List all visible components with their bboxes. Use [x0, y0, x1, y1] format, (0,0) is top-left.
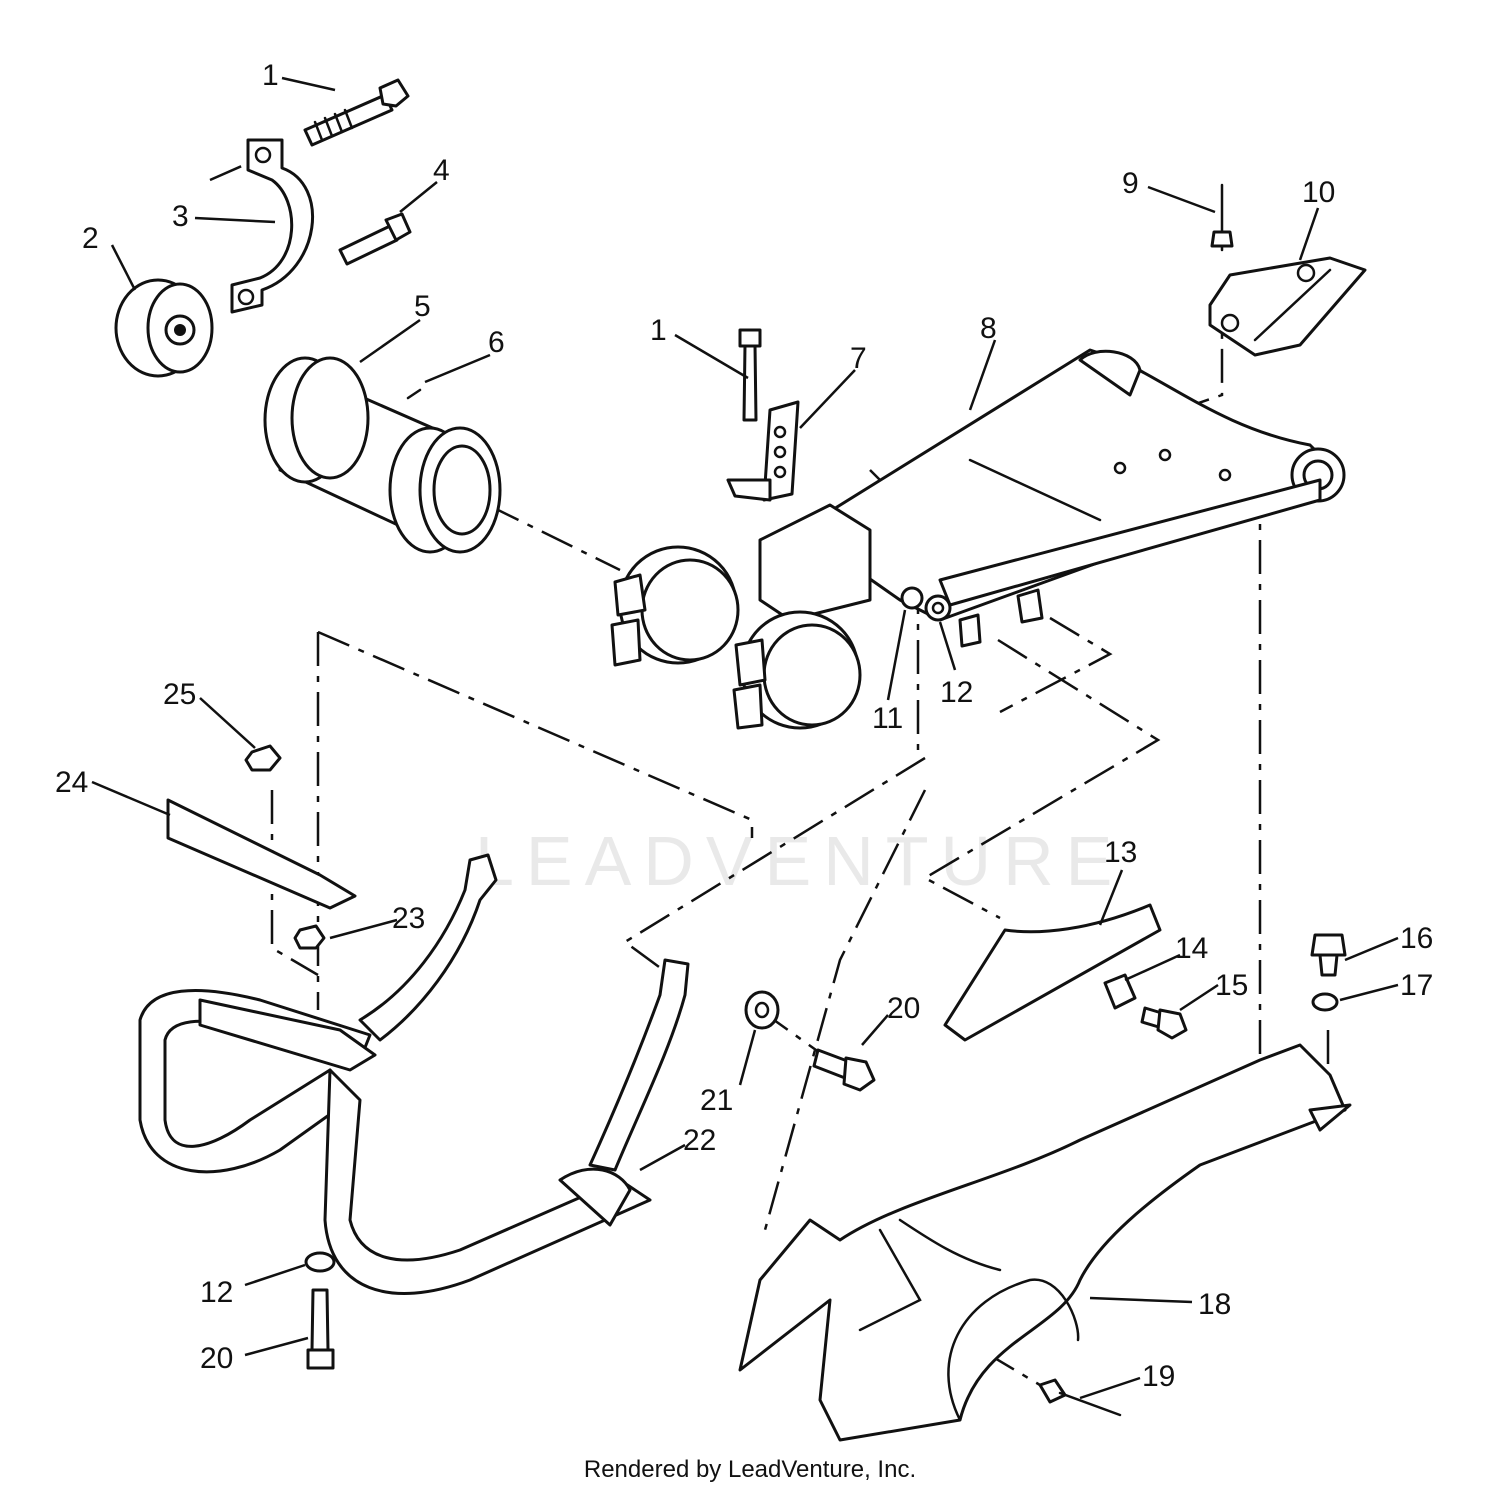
- leader-lines: [91, 76, 1399, 1400]
- callout-12-mid: 12: [940, 676, 973, 709]
- washer-part-21: [744, 990, 780, 1030]
- callout-24: 24: [55, 766, 88, 799]
- callout-4: 4: [433, 154, 450, 187]
- bracket-part-7: [726, 400, 800, 502]
- callout-5: 5: [414, 290, 431, 323]
- callout-20-bottom: 20: [200, 1342, 233, 1375]
- callout-18: 18: [1198, 1288, 1231, 1321]
- washer-part-12-bottom: [304, 1251, 336, 1273]
- assembly-lines: [209, 156, 1330, 1387]
- spacer-part-14: [1103, 973, 1137, 1010]
- bolt-part-1-mid: [738, 328, 762, 422]
- callout-25: 25: [163, 678, 196, 711]
- bolt-part-16: [1310, 933, 1347, 977]
- watermark-text: LEADVENTURE: [475, 822, 1124, 900]
- callout-21: 21: [700, 1084, 733, 1117]
- callout-22: 22: [683, 1124, 716, 1157]
- callout-16: 16: [1400, 922, 1433, 955]
- strap-clamp-part-3: [230, 138, 314, 314]
- callout-1-mid: 1: [650, 314, 667, 347]
- nut-part-25: [244, 744, 282, 772]
- pin-part-9: [1210, 183, 1234, 252]
- callout-1-top: 1: [262, 59, 279, 92]
- callout-9: 9: [1122, 167, 1139, 200]
- bolt-part-20-mid: [812, 1048, 876, 1092]
- callout-11: 11: [872, 702, 903, 735]
- tine-shield-part-18: [738, 1043, 1352, 1442]
- axle-tube-part-5: [263, 356, 502, 554]
- washer-part-17: [1311, 992, 1339, 1012]
- callout-19: 19: [1142, 1360, 1175, 1393]
- callout-20-mid: 20: [887, 992, 920, 1025]
- nut-part-23: [293, 924, 326, 950]
- bolt-part-15: [1140, 1006, 1188, 1040]
- callout-3: 3: [172, 200, 189, 233]
- callout-23: 23: [392, 902, 425, 935]
- footer-credit: Rendered by LeadVenture, Inc.: [583, 1456, 917, 1483]
- callout-8: 8: [980, 312, 997, 345]
- pin-part-19: [1038, 1378, 1122, 1417]
- callout-2: 2: [82, 222, 99, 255]
- shield-part-13: [943, 903, 1162, 1042]
- callout-15: 15: [1215, 969, 1248, 1002]
- tiller-frame-part-8: [798, 348, 1346, 648]
- clamp-rings: [610, 503, 872, 730]
- flap-part-24: [166, 798, 357, 910]
- rubber-bumper-part-2: [114, 278, 214, 378]
- plate-part-10: [1208, 256, 1367, 357]
- callout-labels: 1 2 3 4 5 6 1 7 8 9 10 11 12 13 14 15 16…: [55, 59, 1433, 1393]
- callout-13: 13: [1104, 836, 1137, 869]
- bolt-part-1-top: [303, 78, 410, 147]
- callout-14: 14: [1175, 932, 1208, 965]
- spacer-and-washer-11-12: [900, 586, 952, 622]
- callout-6: 6: [488, 326, 505, 359]
- bolt-part-4: [338, 212, 412, 266]
- bolt-part-20-bottom: [306, 1288, 335, 1370]
- callout-17: 17: [1400, 969, 1433, 1002]
- callout-7: 7: [850, 342, 867, 375]
- bumper-frame-part-22: [138, 853, 690, 1295]
- callout-12-bottom: 12: [200, 1276, 233, 1309]
- callout-10: 10: [1302, 176, 1335, 209]
